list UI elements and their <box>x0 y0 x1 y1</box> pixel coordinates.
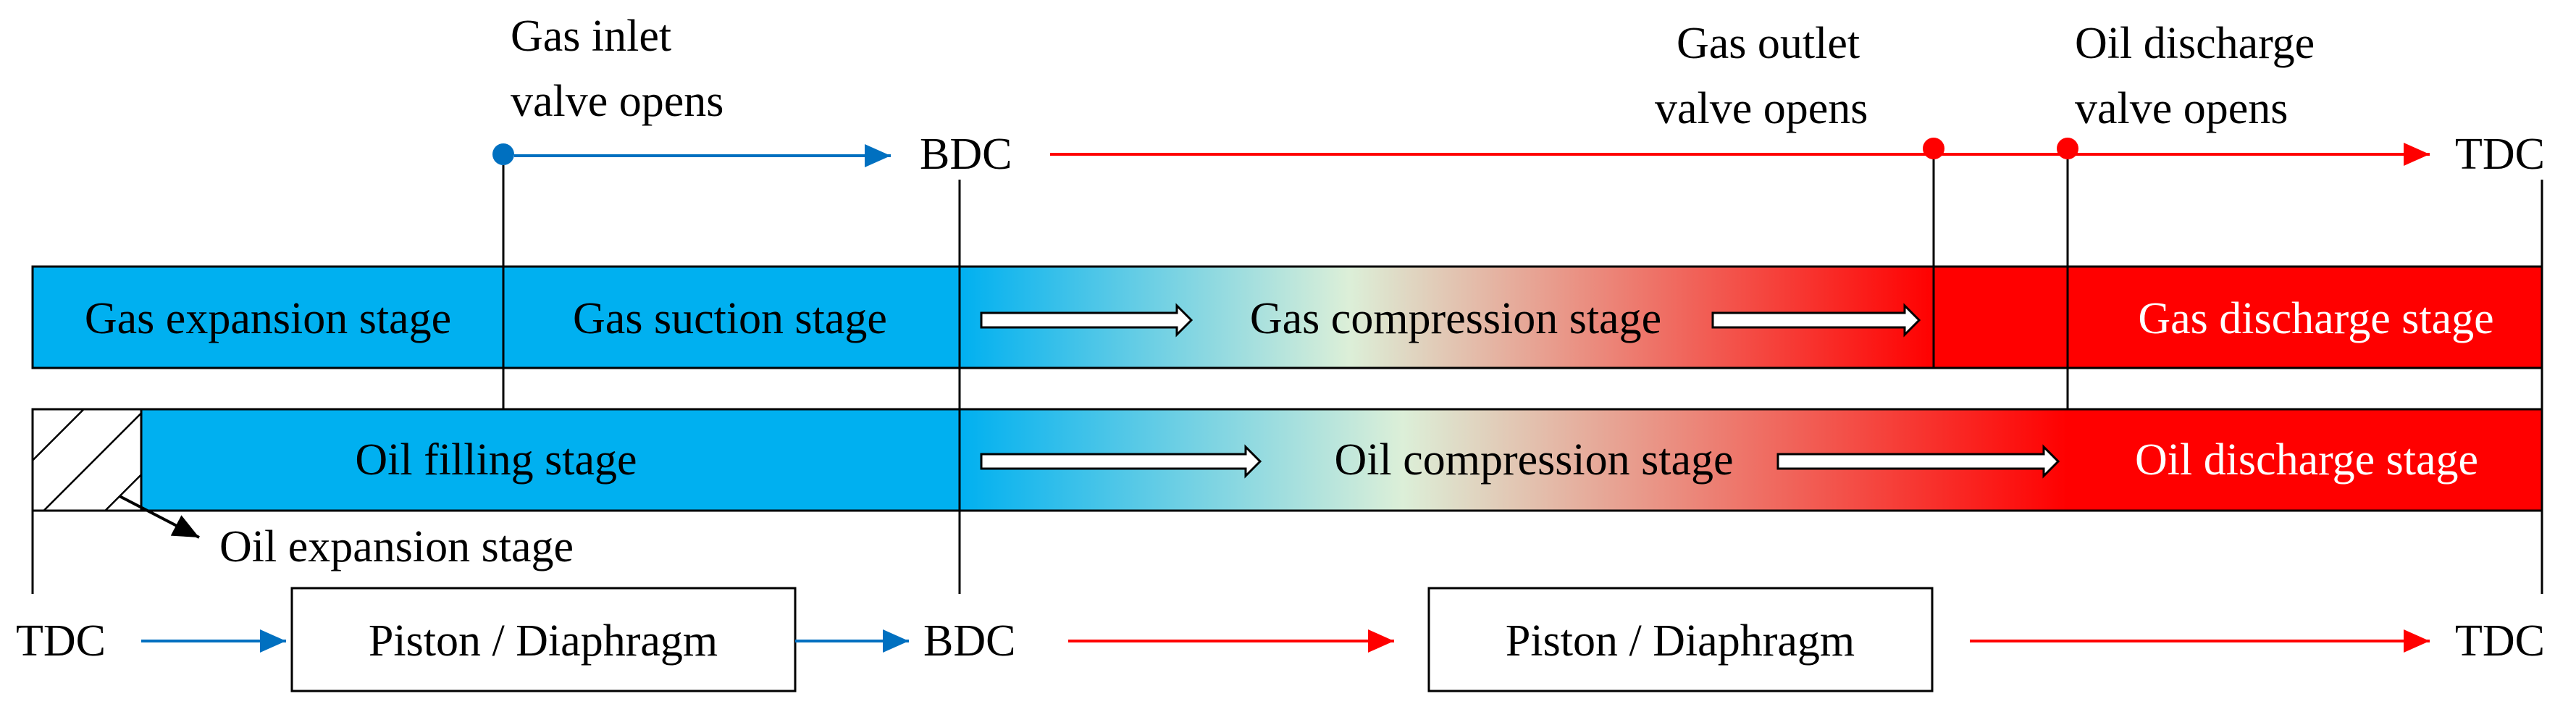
bottom-tdc-left-label: TDC <box>16 616 106 666</box>
gas-inlet-marker <box>492 143 514 165</box>
oil-expansion-segment <box>33 409 141 511</box>
oil-expansion-label: Oil expansion stage <box>219 522 574 571</box>
gas-suction-segment <box>503 267 960 368</box>
piston-box-right <box>1427 587 1934 692</box>
gas-stage-bar: Gas expansion stage Gas suction stage Ga… <box>31 265 2543 369</box>
top-tdc-label: TDC <box>2455 130 2545 179</box>
top-bdc-label: BDC <box>920 130 1012 179</box>
gas-inlet-label-line2: valve opens <box>511 77 723 126</box>
oil-filling-label: Oil filling stage <box>355 435 637 485</box>
oil-compression-arrow-left <box>980 444 1262 479</box>
top-timeline: Gas inlet valve opens BDC Gas outlet val… <box>492 12 2545 179</box>
gas-discharge-segment <box>1934 267 2542 368</box>
gas-compression-arrow-left <box>980 303 1193 338</box>
oil-compression-label: Oil compression stage <box>1334 435 1733 485</box>
oil-discharge-valve-marker <box>2057 138 2078 159</box>
gas-inlet-label-line1: Gas inlet <box>511 12 671 61</box>
event-lines <box>31 159 2543 594</box>
oil-discharge-label: Oil discharge stage <box>2135 435 2478 485</box>
oil-compression-arrow-right <box>1776 444 2060 479</box>
oil-discharge-segment <box>2068 409 2542 511</box>
gas-compression-arrow-right <box>1711 303 1921 338</box>
piston-box-left <box>290 587 797 692</box>
gas-outlet-marker <box>1923 138 1944 159</box>
gas-expansion-label: Gas expansion stage <box>85 294 451 343</box>
oil-discharge-valve-label-line1: Oil discharge <box>2075 19 2315 68</box>
oil-discharge-valve-label-line2: valve opens <box>2075 84 2288 133</box>
gas-compression-label: Gas compression stage <box>1250 294 1661 343</box>
oil-filling-segment <box>141 409 960 511</box>
gas-expansion-segment <box>33 267 503 368</box>
piston-left-label: Piston / Diaphragm <box>369 616 718 666</box>
gas-discharge-label: Gas discharge stage <box>2138 294 2493 343</box>
piston-right-label: Piston / Diaphragm <box>1506 616 1855 666</box>
oil-expansion-pointer <box>119 495 200 539</box>
bottom-tdc-right-label: TDC <box>2455 616 2545 666</box>
gas-outlet-label-line1: Gas outlet <box>1677 19 1860 68</box>
bottom-timeline: TDC Piston / Diaphragm BDC Piston / Diap… <box>16 587 2545 692</box>
oil-stage-bar: Oil filling stage Oil compression stage … <box>31 408 2543 571</box>
gas-outlet-label-line2: valve opens <box>1655 84 1868 133</box>
gas-suction-label: Gas suction stage <box>573 294 887 343</box>
bottom-bdc-label: BDC <box>923 616 1015 666</box>
